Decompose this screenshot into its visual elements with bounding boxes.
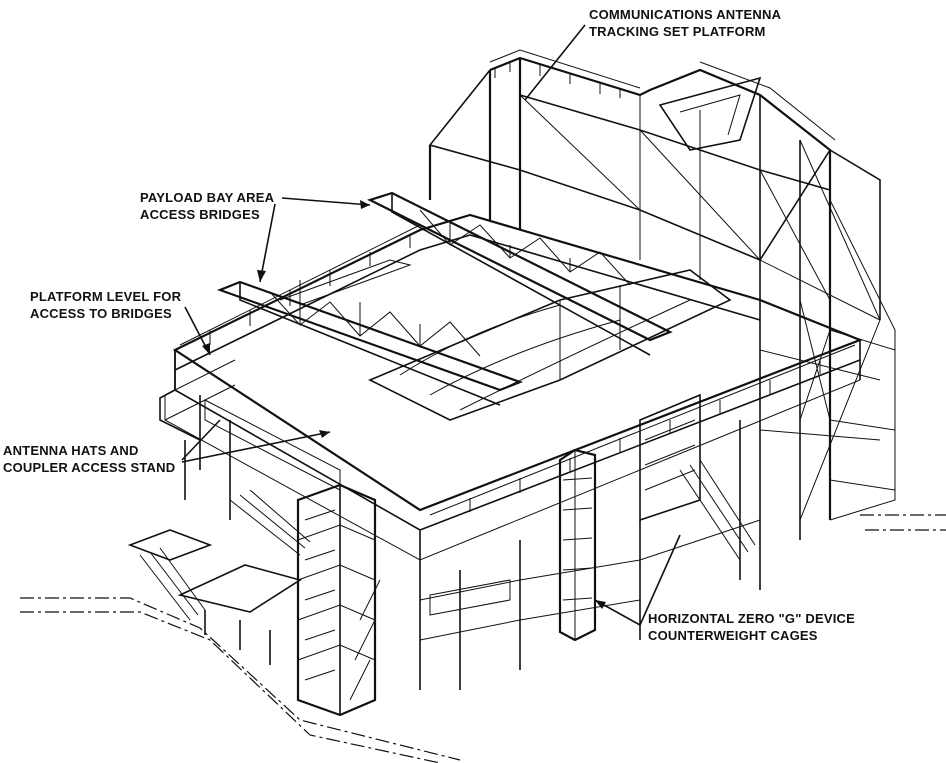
lower-levels — [127, 420, 761, 701]
floor-outline — [20, 514, 946, 763]
leader-lines — [181, 24, 681, 626]
bridge-access-platform — [159, 350, 341, 520]
callout-platform-level-line1: PLATFORM LEVEL FOR — [30, 289, 182, 304]
callout-zero-g: HORIZONTAL ZERO "G" DEVICE COUNTERWEIGHT… — [648, 610, 855, 644]
callout-comm-antenna-line2: TRACKING SET PLATFORM — [589, 24, 766, 39]
callout-antenna-hats: ANTENNA HATS AND COUPLER ACCESS STAND — [3, 442, 175, 476]
main-deck — [164, 213, 864, 561]
callout-zero-g-line2: COUNTERWEIGHT CAGES — [648, 628, 818, 643]
payload-bay-access-bridges — [216, 191, 673, 406]
callout-platform-level: PLATFORM LEVEL FOR ACCESS TO BRIDGES — [30, 288, 181, 322]
callout-payload-bridges-line1: PAYLOAD BAY AREA — [140, 190, 275, 205]
elevator-tower — [296, 483, 377, 717]
callout-comm-antenna-line1: COMMUNICATIONS ANTENNA — [589, 7, 782, 22]
antenna-platform-tower — [428, 49, 896, 540]
callout-payload-bridges-line2: ACCESS BRIDGES — [140, 207, 260, 222]
callout-antenna-hats-line2: COUPLER ACCESS STAND — [3, 460, 176, 475]
callout-zero-g-line1: HORIZONTAL ZERO "G" DEVICE — [648, 611, 855, 626]
callout-comm-antenna: COMMUNICATIONS ANTENNA TRACKING SET PLAT… — [589, 6, 781, 40]
payload-bay — [368, 269, 732, 421]
counterweight-cage — [558, 393, 701, 642]
callout-payload-bridges: PAYLOAD BAY AREA ACCESS BRIDGES — [140, 189, 274, 223]
callout-platform-level-line2: ACCESS TO BRIDGES — [30, 306, 172, 321]
callout-antenna-hats-line1: ANTENNA HATS AND — [3, 443, 139, 458]
